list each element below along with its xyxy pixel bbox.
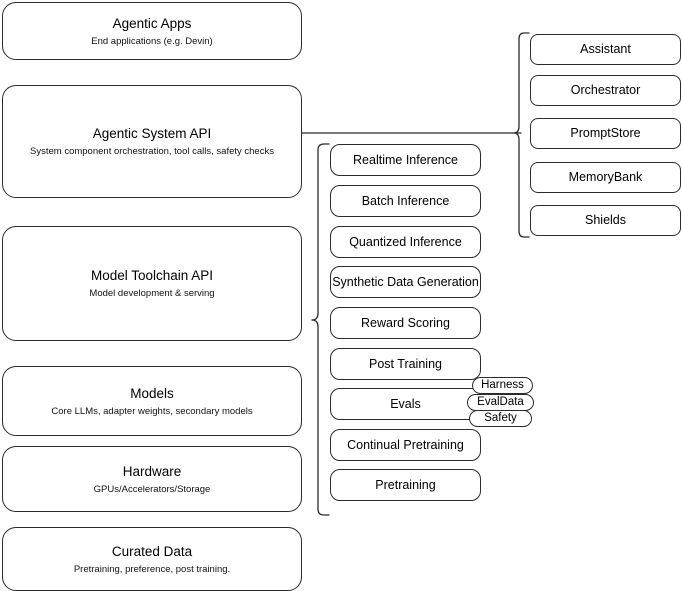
component-label: Orchestrator	[570, 83, 641, 97]
layer-agentic-apps[interactable]: Agentic Apps End applications (e.g. Devi…	[2, 2, 302, 60]
component-label: MemoryBank	[568, 170, 643, 184]
component-reward-scoring[interactable]: Reward Scoring	[330, 307, 481, 339]
component-label: Pretraining	[375, 477, 436, 492]
evals-pill-evaldata[interactable]: EvalData	[467, 394, 534, 411]
component-label: Batch Inference	[361, 193, 450, 208]
component-post-training[interactable]: Post Training	[330, 348, 481, 380]
layer-models[interactable]: Models Core LLMs, adapter weights, secon…	[2, 366, 302, 436]
component-realtime-inference[interactable]: Realtime Inference	[330, 144, 481, 176]
layer-title: Models	[130, 385, 174, 401]
component-assistant[interactable]: Assistant	[530, 34, 681, 65]
layer-agentic-system-api[interactable]: Agentic System API System component orch…	[2, 85, 302, 198]
component-shields[interactable]: Shields	[530, 205, 681, 236]
layer-subtitle: Pretraining, preference, post training.	[73, 563, 231, 575]
layer-title: Hardware	[122, 463, 182, 479]
layer-title: Curated Data	[111, 543, 193, 559]
component-quantized-inference[interactable]: Quantized Inference	[330, 226, 481, 258]
component-label: Realtime Inference	[353, 152, 458, 167]
component-evals[interactable]: Evals	[330, 388, 481, 420]
layer-title: Model Toolchain API	[90, 268, 214, 283]
brace-model-toolchain	[311, 143, 330, 516]
layer-subtitle: Core LLMs, adapter weights, secondary mo…	[51, 405, 253, 417]
layer-subtitle: System component orchestration, tool cal…	[30, 146, 274, 157]
evals-pill-safety[interactable]: Safety	[469, 410, 532, 427]
component-orchestrator[interactable]: Orchestrator	[530, 75, 681, 106]
component-continual-pretraining[interactable]: Continual Pretraining	[330, 429, 481, 461]
component-memorybank[interactable]: MemoryBank	[530, 162, 681, 193]
component-label: Reward Scoring	[361, 315, 450, 330]
component-synthetic-data-generation[interactable]: Synthetic Data Generation	[330, 266, 481, 298]
component-label: Quantized Inference	[349, 234, 462, 249]
layer-curated-data[interactable]: Curated Data Pretraining, preference, po…	[2, 527, 302, 591]
layer-subtitle: End applications (e.g. Devin)	[91, 35, 213, 47]
component-label: PromptStore	[570, 126, 641, 140]
component-promptstore[interactable]: PromptStore	[530, 118, 681, 149]
layer-subtitle: Model development & serving	[89, 288, 215, 299]
evals-pill-harness[interactable]: Harness	[472, 377, 533, 394]
layer-hardware[interactable]: Hardware GPUs/Accelerators/Storage	[2, 446, 302, 512]
component-label: Synthetic Data Generation	[332, 274, 479, 289]
component-pretraining[interactable]: Pretraining	[330, 469, 481, 501]
layer-subtitle: GPUs/Accelerators/Storage	[93, 483, 211, 495]
layer-title: Agentic System API	[92, 126, 212, 141]
brace-agentic-system	[513, 32, 530, 238]
layer-model-toolchain-api[interactable]: Model Toolchain API Model development & …	[2, 226, 302, 341]
layer-title: Agentic Apps	[112, 15, 192, 31]
component-label: Assistant	[580, 42, 631, 56]
component-label: Evals	[390, 396, 421, 411]
component-batch-inference[interactable]: Batch Inference	[330, 185, 481, 217]
component-label: Continual Pretraining	[347, 437, 464, 452]
component-label: Post Training	[369, 356, 442, 371]
component-label: Shields	[585, 213, 626, 227]
